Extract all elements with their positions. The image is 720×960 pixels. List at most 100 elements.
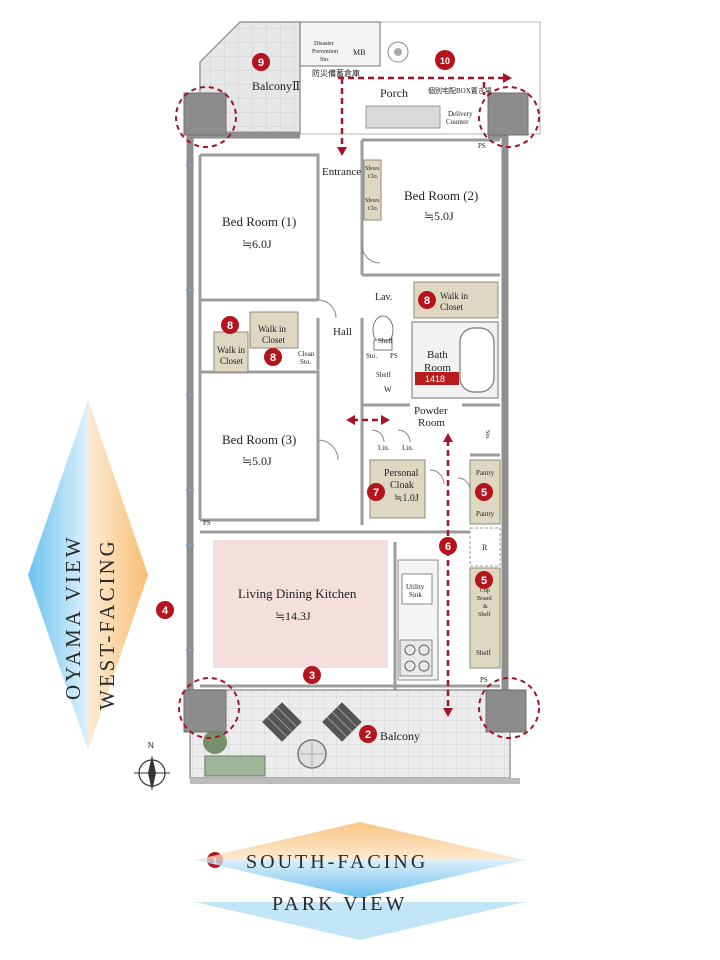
porch-label: Porch (380, 86, 408, 100)
walkin-closet-c-line2: Closet (440, 302, 464, 312)
ps-label-bottom: PS (480, 676, 488, 684)
oyama-view-label: OYAMA VIEW (61, 534, 85, 700)
marker-8b-num: 8 (270, 352, 276, 364)
w-label: W (384, 385, 392, 394)
bathtub (411, 321, 499, 399)
marker-5b-num: 5 (481, 575, 487, 587)
marker-6-num: 6 (445, 541, 451, 553)
sto-label-vertical: Sto. (484, 430, 490, 440)
clean-line1: Clean (298, 350, 315, 358)
disaster-line1: Disaster (314, 41, 334, 47)
cupboard-line2: Board (477, 596, 492, 602)
cupboard-line4: Shelf (478, 611, 491, 618)
west-windows (186, 164, 194, 651)
west-facing-label: WEST-FACING (95, 538, 119, 710)
delivery-line1: Delivery (448, 110, 473, 118)
ldk-size: ≒14.3J (275, 609, 311, 623)
lin-label-b: Lin. (402, 444, 414, 452)
ps-label-left: PS (203, 519, 211, 527)
shelf-label-w: Shelf (376, 371, 391, 379)
walkin-closet-a-line2: Closet (262, 335, 286, 345)
shoes-clo-a: Clo. (368, 174, 379, 180)
pillars (183, 92, 529, 733)
walkin-closet-c-line1: Walk in (440, 291, 469, 301)
marker-2: 2 (359, 725, 377, 743)
refrigerator-space (469, 527, 501, 567)
marker-8c-num: 8 (424, 295, 430, 307)
pillar-highlight-circles (175, 86, 540, 739)
bed1-size: ≒6.0J (242, 237, 272, 251)
bed1-label: Bed Room (1) (222, 214, 296, 229)
marker-10-num: 10 (440, 56, 450, 66)
marker-4: 4 (156, 601, 174, 619)
marker-3-num: 3 (309, 670, 315, 682)
toilet (372, 315, 394, 351)
marker-9: 9 (252, 53, 270, 71)
pantry-label-b: Pantry (476, 510, 495, 518)
disaster-line2: Prevention (312, 49, 338, 55)
route-arrowheads (337, 73, 512, 717)
plant-top (387, 41, 409, 63)
utility-sink-line2: Sink (409, 591, 422, 599)
delivery-line2: Counter (446, 118, 469, 126)
sto-label: Sto. (366, 352, 377, 360)
jp-box-label: 個別宅配BOX置き場 (428, 86, 492, 95)
kitchen-counter (397, 559, 439, 681)
north-compass-icon: N (134, 741, 170, 791)
marker-9-num: 9 (258, 57, 264, 69)
shoes-label-a: Shoes (365, 166, 380, 172)
bath-code-badge (415, 372, 459, 385)
bath-code: 1418 (425, 374, 445, 384)
bed3-label: Bed Room (3) (222, 432, 296, 447)
personal-cloak-size: ≒1.0J (394, 493, 419, 504)
ps-label-mid: PS (390, 352, 398, 360)
balcony2-label: BalconyⅡ (252, 79, 300, 93)
marker-3: 3 (303, 666, 321, 684)
bath-label-line2: Room (424, 362, 451, 374)
ldk-floor (213, 540, 388, 668)
powder-label-line2: Room (418, 417, 445, 429)
lav-label: Lav. (375, 292, 392, 303)
balcony-area (189, 689, 520, 784)
lin-label-a: Lin. (378, 444, 390, 452)
west-view-indicator: OYAMA VIEW WEST-FACING (28, 400, 148, 750)
marker-5a: 5 (475, 483, 493, 501)
delivery-route (338, 76, 505, 710)
doors (317, 244, 471, 491)
mb-label: MB (353, 48, 365, 57)
walkin-closet-b-line1: Walk in (217, 345, 246, 355)
marker-6: 6 (439, 537, 457, 555)
marker-4-num: 4 (162, 605, 169, 617)
bed3-size: ≒5.0J (242, 454, 272, 468)
entrance-label: Entrance (322, 166, 361, 178)
shelf-label-lav: Shelf (378, 337, 393, 345)
ldk-label: Living Dining Kitchen (238, 586, 357, 601)
personal-cloak-line2: Cloak (390, 480, 414, 491)
marker-7-num: 7 (373, 487, 379, 499)
marker-7: 7 (367, 483, 385, 501)
balcony-label: Balcony (380, 729, 420, 743)
pantry-label-a: Pantry (476, 469, 495, 477)
marker-8a: 8 (221, 316, 239, 334)
bed2-label: Bed Room (2) (404, 188, 478, 203)
utility-sink-line1: Utility (406, 583, 425, 591)
disaster-line3: Sto. (320, 57, 330, 63)
powder-label-line1: Powder (414, 405, 448, 417)
marker-2-num: 2 (365, 729, 371, 741)
shoes-clo-b: Clo. (368, 206, 379, 212)
south-facing-label: SOUTH-FACING (246, 851, 428, 873)
marker-10: 10 (435, 50, 455, 70)
ps-label-top: PS (478, 142, 486, 150)
interior-walls (198, 138, 500, 690)
south-view-indicator: SOUTH-FACING PARK VIEW (195, 822, 525, 940)
shoes-label-b: Shoes (365, 198, 380, 204)
walkin-closet-a-line1: Walk in (258, 324, 287, 334)
hall-label: Hall (333, 326, 352, 338)
jp-storage-label: 防災備蓄倉庫 (312, 68, 360, 78)
bed2-size: ≒5.0J (424, 209, 454, 223)
marker-5b: 5 (475, 571, 493, 589)
r-label: R (482, 543, 488, 552)
cupboard-line3: & (483, 604, 488, 610)
bath-label-line1: Bath (427, 349, 448, 361)
